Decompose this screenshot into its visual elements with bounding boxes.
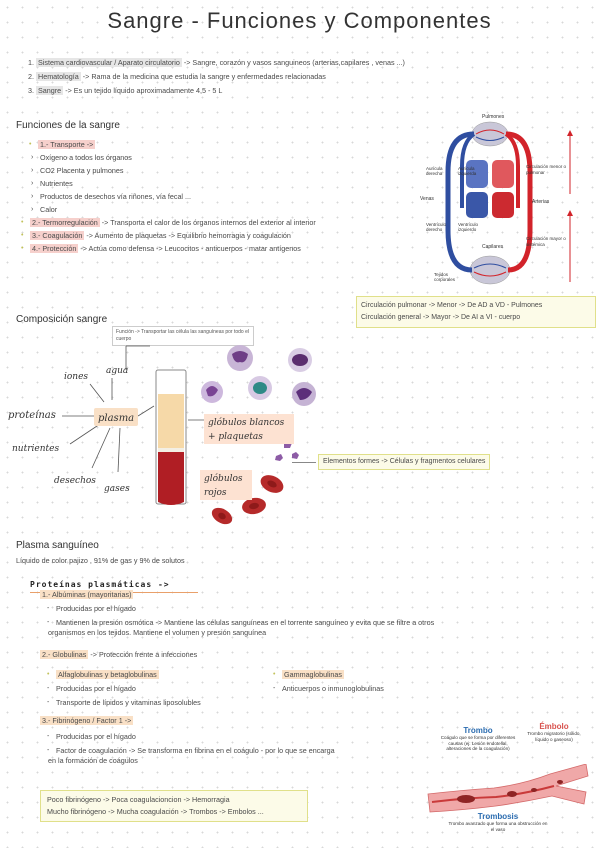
list-item: ›Nutrientes xyxy=(31,179,73,188)
plasma-note: Función -> Transportar las célula las sa… xyxy=(112,326,254,346)
page-title: Sangre - Funciones y Componentes xyxy=(107,8,492,33)
alfaglobulinas: •Alfaglobulinas y betaglobulinas -Produc… xyxy=(47,670,201,708)
trombo-label: Trombo Coágulo que se forma por diferent… xyxy=(438,726,518,752)
label-circ-menor: Circulación menor o pulmonar xyxy=(526,164,567,175)
embolo-title: Émbolo xyxy=(539,722,569,731)
list-item: ›Calor xyxy=(31,205,58,214)
list-item: -Transporte de lípidos y vitaminas lipos… xyxy=(47,698,201,707)
box-line: Poco fibrinógeno -> Poca coagulacioncion… xyxy=(47,795,230,804)
circulation-diagram xyxy=(445,121,573,285)
label-desechos: desechos xyxy=(54,476,96,486)
intro-item: 3. Sangre -> Es un tejido líquido aproxi… xyxy=(28,86,223,95)
label-proteinas: proteínas xyxy=(8,410,56,421)
embolo-label: Émbolo Trombo migratorio (sólido, líquid… xyxy=(520,722,588,742)
trombo-title: Trombo xyxy=(463,726,493,735)
list-item-cont: organismos en los tejidos. Mantiene el v… xyxy=(48,628,267,637)
label-venas: Venas xyxy=(420,196,434,202)
label-auricula-der: Aurícula derecha xyxy=(426,166,443,176)
plasma-diagram xyxy=(62,345,212,505)
box-line: Mucho fibrinógeno -> Mucha coagulación -… xyxy=(47,807,264,816)
blood-cells-illustration xyxy=(201,345,316,525)
plasma-heading: Plasma sanguíneo xyxy=(16,540,99,551)
trombosis-label: Trombosis Trombo avanzado que forma una … xyxy=(448,812,548,832)
albuminas-label: 1.- Albúminas (mayoritarias) xyxy=(40,590,134,599)
fibrinogeno-label: 3.- Fibrinógeno / Factor 1 -> xyxy=(40,716,134,725)
label-tejidos: Tejidos corporales xyxy=(434,272,456,282)
globulos-blancos-label: glóbulos blancos + plaquetas xyxy=(204,414,294,444)
circulacion-box: Circulación pulmonar -> Menor -> De AD a… xyxy=(356,296,596,328)
plasma-desc: Líquido de color pajizo , 91% de gas y 9… xyxy=(16,556,185,565)
list-item: -Mantienen la presión osmótica -> Mantie… xyxy=(47,618,435,627)
list-item: -Producidas por el hígado xyxy=(47,732,136,741)
trombo-diagram xyxy=(427,764,589,813)
alfa-label: •Alfaglobulinas y betaglobulinas xyxy=(47,670,159,679)
elementos-formes-box: Elementos formes -> Células y fragmentos… xyxy=(318,454,491,470)
list-item: -Factor de coagulación -> Se transforma … xyxy=(47,746,335,755)
label-ventriculo-der: Ventrículo derecho xyxy=(426,222,447,232)
label-ventriculo-izq: Ventrículo izquierdo xyxy=(458,222,479,232)
proteinas-list: 1.- Albúminas (mayoritarias) -Producidas… xyxy=(40,590,434,666)
list-item: ›CO2 Placenta y pulmones xyxy=(31,166,124,175)
trombosis-desc: Trombo avanzado que forma una obstrucció… xyxy=(448,821,548,832)
trombo-desc: Coágulo que se forma por diferentes caus… xyxy=(440,735,516,752)
circulacion-pulmonar: Circulación pulmonar -> Menor -> De AD a… xyxy=(361,302,543,309)
arrow-line xyxy=(292,462,316,463)
label-iones: iones xyxy=(64,372,89,382)
trombosis-title: Trombosis xyxy=(477,812,519,821)
label-capilares: Capilares xyxy=(482,244,504,250)
gamma-label: •Gammaglobulinas xyxy=(273,670,344,679)
label-circ-mayor: Circulación mayor o sistémica xyxy=(526,236,566,247)
label-pulmones: Pulmones xyxy=(482,114,505,120)
label-nutrientes: nutrientes xyxy=(12,444,60,454)
composicion-heading: Composición sangre xyxy=(16,314,108,325)
list-item: •4.- Protección -> Actúa como defensa ->… xyxy=(21,244,301,253)
list-item: -Producidas por el hígado xyxy=(47,604,136,613)
circulacion-general: Circulación general -> Mayor -> De AI a … xyxy=(361,314,521,321)
transporte-item: •1.- Transporte -> xyxy=(29,140,96,149)
label-arterias: Arterias xyxy=(532,199,550,205)
list-item-cont: en la formación de coágulos xyxy=(48,756,138,765)
list-item: -Anticuerpos o inmunoglobulinas xyxy=(273,684,384,693)
plasma-label: plasma xyxy=(94,408,139,426)
elementos-formes-text: Elementos formes -> Células y fragmentos… xyxy=(323,458,486,465)
globulinas-label: 2.- Globulinas -> Protección frente a in… xyxy=(40,650,198,659)
funciones-heading: Funciones de la sangre xyxy=(16,120,120,131)
intro-item: 2. Hematología -> Rama de la medicina qu… xyxy=(28,72,326,81)
intro-item: 1. Sistema cardiovascular / Aparato circ… xyxy=(28,58,405,67)
embolo-desc: Trombo migratorio (sólido, líquido o gas… xyxy=(527,731,581,742)
list-item: -Producidas por el hígado xyxy=(47,684,136,693)
globulos-rojos-label: glóbulos rojos xyxy=(200,470,252,500)
label-auricula-izq: Aurícula izquierda xyxy=(458,166,477,176)
intro-list: 1. Sistema cardiovascular / Aparato circ… xyxy=(28,58,405,96)
funciones-list: •1.- Transporte -> ›Oxígeno a todos los … xyxy=(21,140,316,254)
gammaglobulinas: •Gammaglobulinas -Anticuerpos o inmunogl… xyxy=(273,670,384,694)
list-item: •2.- Termorregulación -> Transporta el c… xyxy=(21,218,316,227)
fibrinogeno-list: 3.- Fibrinógeno / Factor 1 -> -Producida… xyxy=(40,716,335,766)
label-gases: gases xyxy=(104,484,130,494)
list-item: ›Oxígeno a todos los órganos xyxy=(31,153,132,162)
fibrinogeno-box: Poco fibrinógeno -> Poca coagulacioncion… xyxy=(40,790,308,822)
label-agua: agua xyxy=(106,366,129,376)
list-item: ›Productos de desechos vía riñones, vía … xyxy=(31,192,192,201)
list-item: •3.- Coagulación -> Aumento de plaquetas… xyxy=(21,231,291,240)
